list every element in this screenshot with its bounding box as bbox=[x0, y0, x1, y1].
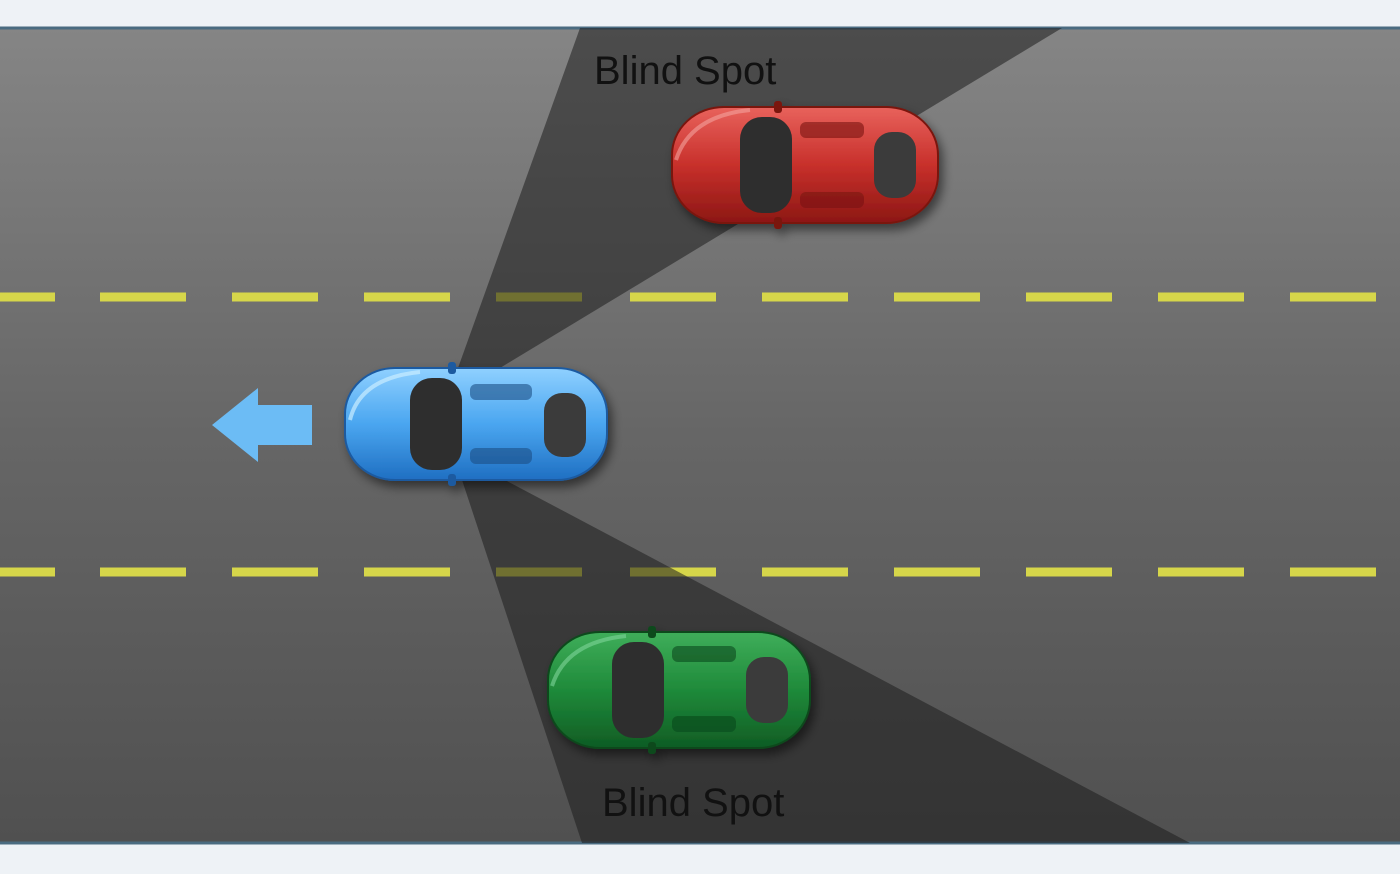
travel-direction-arrow-icon bbox=[212, 388, 312, 462]
car-green-lower-lane bbox=[547, 626, 811, 754]
top-border bbox=[0, 0, 1400, 28]
blind-spot-zone-bottom bbox=[462, 480, 1190, 843]
ego-car-blue bbox=[344, 362, 608, 486]
car-red-upper-lane bbox=[671, 101, 939, 229]
blind-spot-label-top: Blind Spot bbox=[594, 49, 776, 93]
bottom-border bbox=[0, 845, 1400, 874]
blind-spot-label-bottom: Blind Spot bbox=[602, 781, 784, 825]
